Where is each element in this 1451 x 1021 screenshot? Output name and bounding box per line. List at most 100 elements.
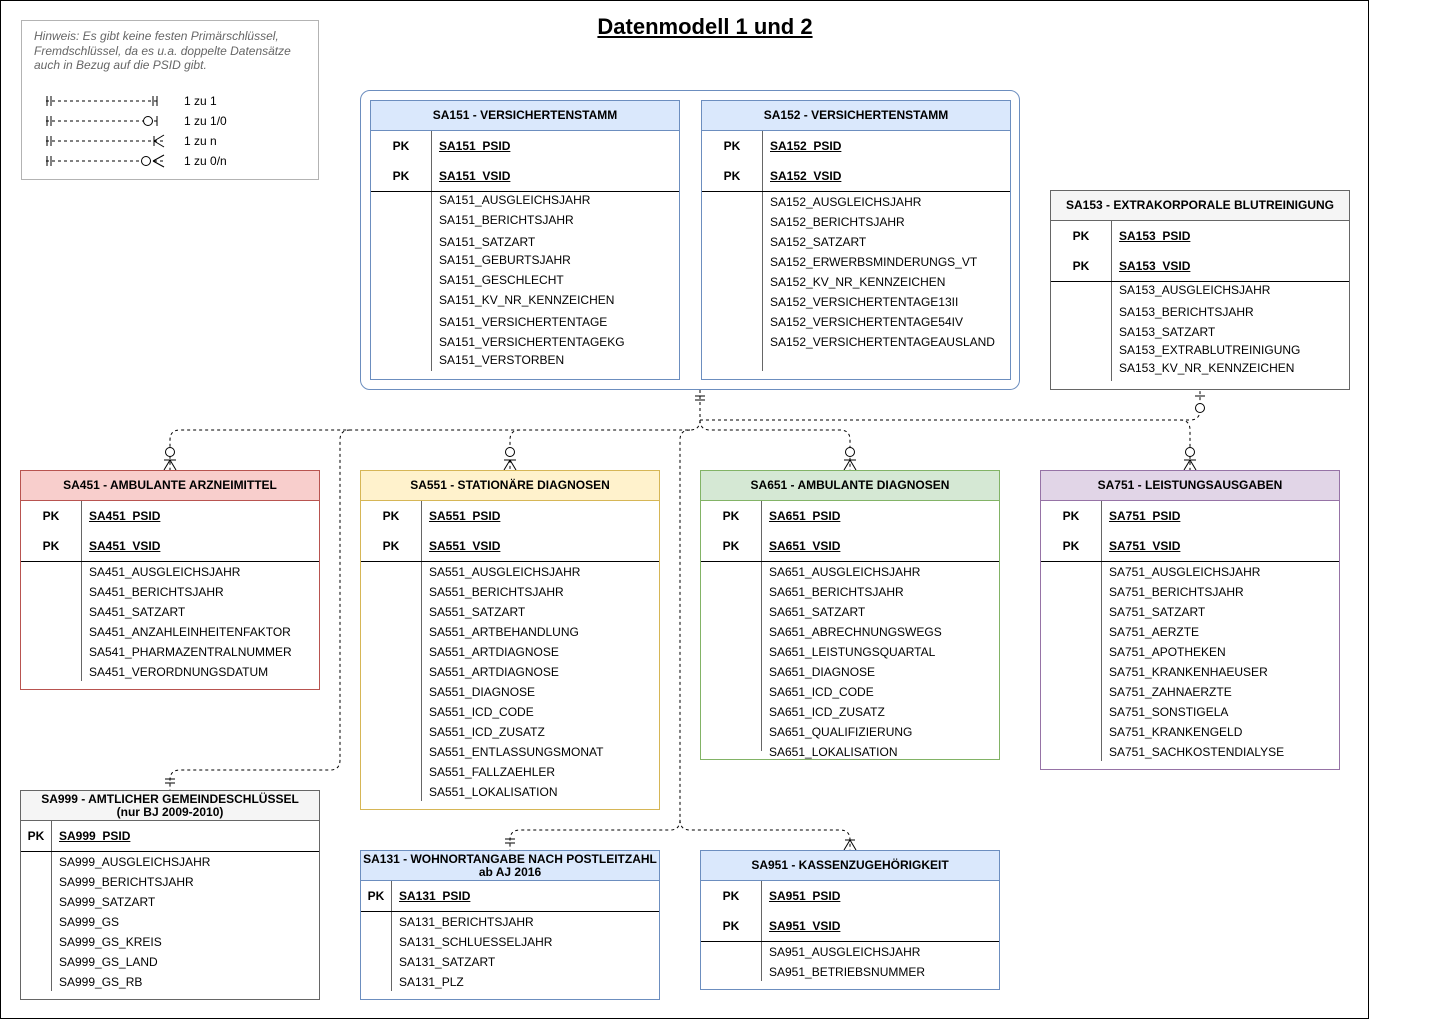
pk-row: PK SA151_PSID: [371, 131, 679, 161]
field-name: SA751_KRANKENGELD: [1109, 725, 1243, 739]
field-name: SA751_SATZART: [1109, 605, 1206, 619]
field-name: SA551_ENTLASSUNGSMONAT: [429, 745, 604, 759]
field-list: SA951_AUSGLEICHSJAHR SA951_BETRIEBSNUMMER: [701, 942, 999, 989]
field-name: SA751_KRANKENHAEUSER: [1109, 665, 1268, 679]
field-name: SA951_BETRIEBSNUMMER: [769, 965, 926, 979]
field-name: SA151_GESCHLECHT: [439, 273, 564, 287]
pk-label: PK: [42, 509, 60, 523]
table-header: SA751 - LEISTUNGSAUSGABEN: [1041, 471, 1339, 501]
table-title: SA151 - VERSICHERTENSTAMM: [432, 108, 618, 122]
pk-field-name: SA152_VSID: [770, 169, 842, 183]
page-title: Datenmodell 1 und 2: [597, 14, 813, 39]
pk-label: PK: [382, 509, 400, 523]
field-name: SA551_ICD_ZUSATZ: [429, 725, 545, 739]
field-name: SA152_VERSICHERTENTAGE13II: [770, 295, 959, 309]
field-name: SA999_GS: [59, 915, 120, 929]
field-name: SA151_SATZART: [439, 235, 536, 249]
field-divider: [51, 852, 52, 991]
field-name: SA951_AUSGLEICHSJAHR: [769, 945, 921, 959]
field-name: SA152_SATZART: [770, 235, 867, 249]
table-title: SA153 - EXTRAKORPORALE BLUTREINIGUNG: [1065, 198, 1335, 212]
pk-field-name: SA152_PSID: [770, 139, 842, 153]
pk-field-name: SA651_PSID: [769, 509, 841, 523]
pk-field-name: SA451_VSID: [89, 539, 161, 553]
table-header: SA651 - AMBULANTE DIAGNOSEN: [701, 471, 999, 501]
field-name: SA551_LOKALISATION: [429, 785, 558, 799]
legend-box: Hinweis: Es gibt keine festen Primärschl…: [21, 20, 319, 180]
pk-label: PK: [722, 539, 740, 553]
key-separator: [21, 561, 319, 562]
field-name: SA153_BERICHTSJAHR: [1119, 305, 1254, 319]
field-name: SA551_ARTDIAGNOSE: [429, 665, 559, 679]
field-name: SA551_ARTDIAGNOSE: [429, 645, 559, 659]
pk-field-name: SA951_PSID: [769, 889, 841, 903]
pk-row: PK SA651_PSID: [701, 501, 999, 531]
field-name: SA651_ICD_ZUSATZ: [769, 705, 885, 719]
field-name: SA999_GS_RB: [59, 975, 143, 989]
table-sa551: SA551 - STATIONÄRE DIAGNOSEN PK SA551_PSID…: [360, 470, 660, 810]
field-name: SA999_AUSGLEICHSJAHR: [59, 855, 211, 869]
field-name: SA999_BERICHTSJAHR: [59, 875, 194, 889]
pk-field-name: SA751_PSID: [1109, 509, 1181, 523]
field-name: SA152_VERSICHERTENTAGEAUSLAND: [770, 335, 995, 349]
pk-label: PK: [722, 919, 740, 933]
field-name: SA151_KV_NR_KENNZEICHEN: [439, 293, 615, 307]
field-divider: [391, 912, 392, 991]
field-name: SA751_ZAHNAERZTE: [1109, 685, 1232, 699]
field-name: SA151_GEBURTSJAHR: [439, 253, 571, 267]
pk-label: PK: [392, 139, 410, 153]
key-separator: [1051, 281, 1349, 282]
table-title: SA951 - KASSENZUGEHÖRIGKEIT: [751, 858, 949, 872]
legend-notation-icons: [46, 96, 165, 168]
key-separator: [21, 851, 319, 852]
pk-divider: [391, 881, 392, 911]
table-header: SA153 - EXTRAKORPORALE BLUTREINIGUNG: [1051, 191, 1349, 221]
field-name: SA999_SATZART: [59, 895, 156, 909]
pk-row: PK SA551_PSID: [361, 501, 659, 531]
field-name: SA153_AUSGLEICHSJAHR: [1119, 283, 1271, 297]
table-title: SA651 - AMBULANTE DIAGNOSEN: [750, 478, 950, 492]
field-name: SA152_ERWERBSMINDERUNGS_VT: [770, 255, 978, 269]
field-name: SA451_AUSGLEICHSJAHR: [89, 565, 241, 579]
field-divider: [761, 562, 762, 751]
pk-field-name: SA151_PSID: [439, 139, 511, 153]
field-divider: [431, 192, 432, 371]
table-title: SA131 - WOHNORTANGABE NACH POSTLEITZAHL: [363, 851, 657, 866]
legend-label-one-zero-one: 1 zu 1/0: [184, 114, 227, 128]
table-title: SA551 - STATIONÄRE DIAGNOSEN: [410, 478, 610, 492]
field-name: SA999_GS_LAND: [59, 955, 158, 969]
field-name: SA551_DIAGNOSE: [429, 685, 536, 699]
field-name: SA751_SACHKOSTENDIALYSE: [1109, 745, 1285, 759]
pk-field-name: SA551_PSID: [429, 509, 501, 523]
field-name: SA651_SATZART: [769, 605, 866, 619]
field-name: SA541_PHARMAZENTRALNUMMER: [89, 645, 292, 659]
pk-label: PK: [42, 539, 60, 553]
key-separator: [361, 911, 659, 912]
pk-divider: [51, 821, 52, 851]
field-divider: [1101, 562, 1102, 761]
pk-divider: [762, 161, 763, 191]
field-name: SA551_ARTBEHANDLUNG: [429, 625, 579, 639]
field-name: SA451_VERORDNUNGSDATUM: [89, 665, 269, 679]
field-name: SA151_VERSTORBEN: [439, 353, 565, 367]
pk-divider: [1111, 251, 1112, 281]
field-name: SA751_AUSGLEICHSJAHR: [1109, 565, 1261, 579]
pk-label: PK: [722, 509, 740, 523]
pk-field-name: SA551_VSID: [429, 539, 501, 553]
field-name: SA651_AUSGLEICHSJAHR: [769, 565, 921, 579]
field-name: SA131_BERICHTSJAHR: [399, 915, 534, 929]
pk-divider: [761, 911, 762, 941]
